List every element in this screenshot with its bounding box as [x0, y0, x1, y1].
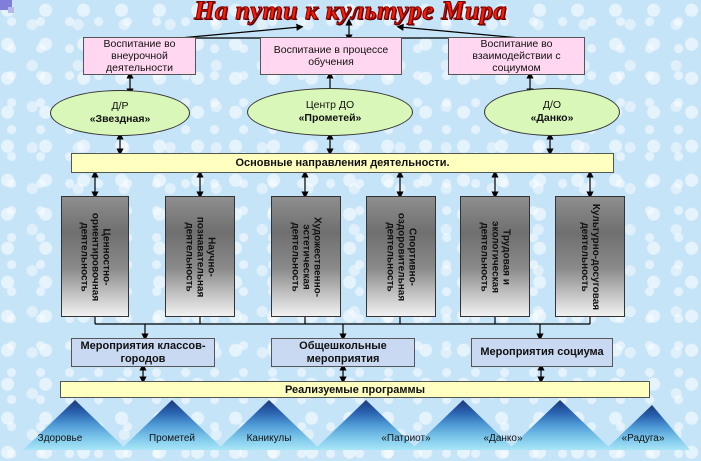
program-label: Здоровье — [37, 433, 83, 444]
corner-decoration — [0, 0, 12, 10]
directions-bar-text: Основные направления деятельности. — [235, 157, 450, 169]
ellipse-line2: «Звездная» — [89, 113, 151, 125]
program-label: Прометей — [148, 433, 196, 444]
pyramid-extra — [605, 405, 690, 450]
program-label: «Радуга» — [621, 433, 665, 444]
events-box-class-cities: Мероприятия классов-городов — [71, 338, 215, 367]
top-box-text: Воспитание в процессе обучения — [273, 44, 389, 68]
top-box-society: Воспитание во взаимодействии с социумом — [448, 37, 585, 75]
activity-box-leisure: Культурно-досуговая деятельность — [555, 196, 625, 317]
programs-bar-text: Реализуемые программы — [284, 383, 426, 396]
ellipse-prometey: Центр ДО «Прометей» — [247, 88, 413, 136]
ellipse-danko: Д/О «Данко» — [484, 88, 620, 136]
pyramid-kanikuly — [217, 400, 321, 450]
ellipse-line1: Д/О — [542, 99, 562, 111]
activity-box-science: Научно-познавательная деятельность — [165, 196, 235, 317]
pyramid-raduga — [508, 400, 612, 450]
top-box-learning: Воспитание в процессе обучения — [260, 37, 402, 75]
events-text: Мероприятия классов-городов — [80, 339, 206, 365]
ellipse-zvezdnaya: Д/Р «Звездная» — [50, 90, 190, 136]
programs-bar: Реализуемые программы — [60, 381, 650, 398]
program-label: «Патриот» — [381, 433, 431, 444]
ellipse-line2: «Прометей» — [298, 112, 362, 124]
diagram-title: На пути к культуре Мира — [194, 0, 507, 26]
pyramid-danko — [411, 400, 515, 450]
corner-decoration-small — [8, 7, 14, 13]
top-box-text: Воспитание во взаимодействии с социумом — [472, 38, 561, 74]
pyramid-zdorovie — [23, 400, 127, 450]
top-box-text: Воспитание во внеурочной деятельности — [103, 38, 176, 74]
events-box-society: Мероприятия социума — [471, 338, 613, 367]
activity-box-value: Ценностно-ориентировочная деятельность — [61, 196, 129, 317]
activity-box-sport: Спортивно-оздоровительная деятельность — [366, 196, 436, 317]
activity-box-labor: Трудовая и экологическая деятельность — [460, 196, 530, 317]
pyramid-prometey — [120, 400, 224, 450]
program-label: Каникулы — [246, 433, 292, 444]
top-box-extracurricular: Воспитание во внеурочной деятельности — [83, 37, 196, 75]
pyramid-patriot — [314, 400, 418, 450]
events-text: Общешкольные мероприятия — [299, 339, 387, 365]
directions-bar: Основные направления деятельности. — [71, 153, 614, 173]
events-text: Мероприятия социума — [480, 346, 604, 358]
ellipse-line2: «Данко» — [530, 112, 574, 124]
events-box-school: Общешкольные мероприятия — [271, 338, 415, 367]
activity-box-art: Художественно-эстетическая деятельность — [271, 196, 341, 317]
ellipse-line1: Д/Р — [111, 100, 129, 112]
ellipse-line1: Центр ДО — [305, 99, 355, 111]
program-label: «Данко» — [483, 433, 523, 444]
